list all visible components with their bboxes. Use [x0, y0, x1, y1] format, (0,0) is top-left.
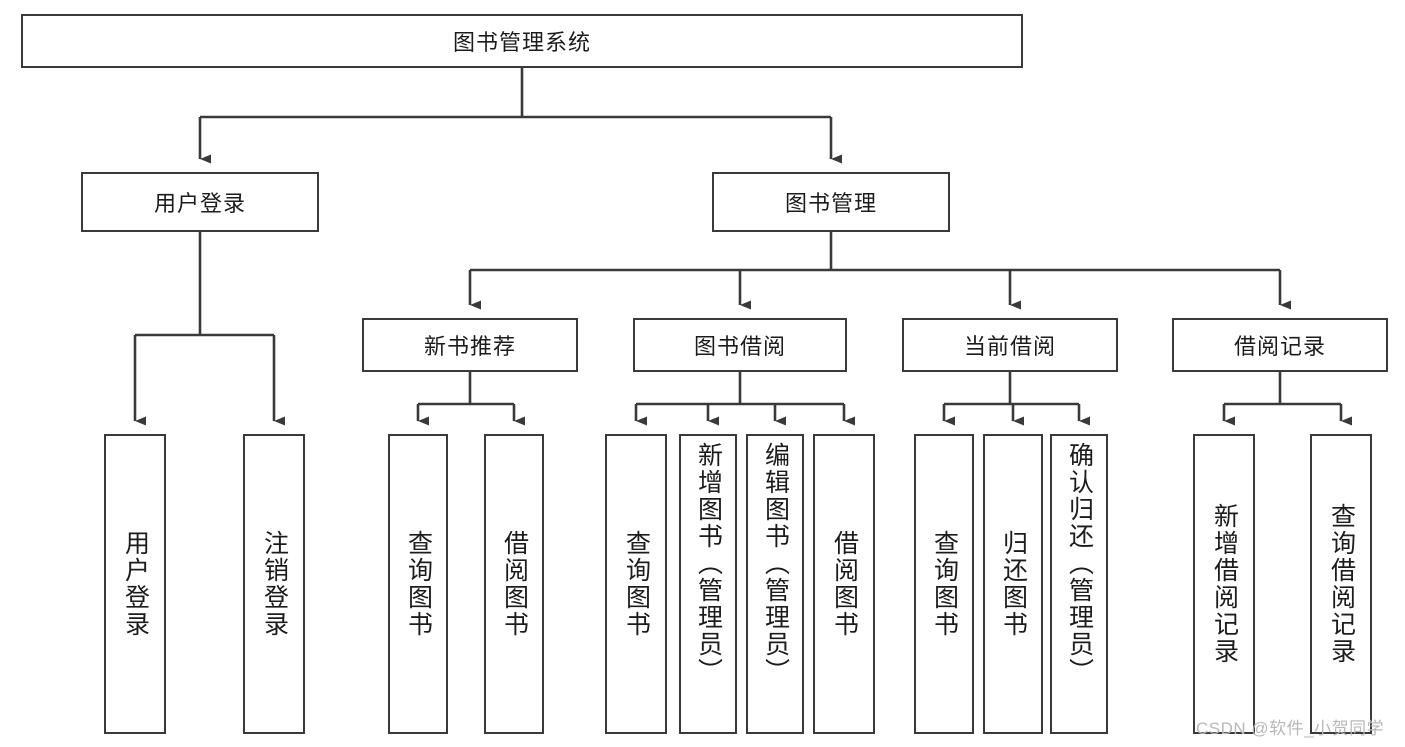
node-label: 用户登录: [121, 530, 150, 638]
node-root[interactable]: 图书管理系统: [21, 14, 1023, 68]
node-label: 借阅图书: [500, 530, 529, 638]
node-label: 编辑图书（管理员）: [761, 442, 790, 685]
node-label: 用户登录: [153, 191, 246, 216]
leaf-confirm-return[interactable]: 确认归还（管理员）: [1050, 434, 1108, 734]
node-label: 当前借阅: [963, 334, 1056, 359]
connector-trunk: [418, 372, 514, 406]
leaf-add-book[interactable]: 新增图书（管理员）: [679, 434, 737, 734]
node-label: 确认归还（管理员）: [1065, 442, 1094, 685]
connector-trunk: [636, 372, 844, 406]
leaf-add-record[interactable]: 新增借阅记录: [1193, 434, 1255, 734]
node-label: 查询图书: [622, 530, 651, 638]
leaf-logout[interactable]: 注销登录: [243, 434, 305, 734]
node-borrow-record[interactable]: 借阅记录: [1172, 318, 1388, 372]
node-new-book-recommend[interactable]: 新书推荐: [362, 318, 578, 372]
leaf-borrow-book-1[interactable]: 借阅图书: [484, 434, 544, 734]
leaf-query-book-2[interactable]: 查询图书: [605, 434, 667, 734]
leaf-query-record[interactable]: 查询借阅记录: [1310, 434, 1372, 734]
leaf-user-login[interactable]: 用户登录: [104, 434, 166, 734]
node-current-borrow[interactable]: 当前借阅: [902, 318, 1118, 372]
node-label: 新增借阅记录: [1210, 503, 1239, 665]
node-label: 借阅图书: [830, 530, 859, 638]
node-label: 查询图书: [930, 530, 959, 638]
leaf-return-book[interactable]: 归还图书: [983, 434, 1043, 734]
node-book-manage[interactable]: 图书管理: [712, 172, 950, 232]
node-label: 查询借阅记录: [1327, 503, 1356, 665]
leaf-query-book-3[interactable]: 查询图书: [914, 434, 974, 734]
connector-trunk: [135, 232, 274, 337]
connector-trunk: [1224, 372, 1341, 406]
connector-trunk: [944, 372, 1079, 406]
node-label: 注销登录: [260, 530, 289, 638]
node-label: 新增图书（管理员）: [694, 442, 723, 685]
node-label: 图书管理: [784, 191, 877, 216]
node-label: 图书借阅: [693, 334, 786, 359]
node-user-login[interactable]: 用户登录: [81, 172, 319, 232]
leaf-query-book-1[interactable]: 查询图书: [388, 434, 448, 734]
connector-trunk: [470, 232, 1280, 272]
node-label: 图书管理系统: [452, 30, 591, 55]
leaf-borrow-book-2[interactable]: 借阅图书: [813, 434, 875, 734]
csdn-watermark: CSDN @软件_小贺同学: [1196, 719, 1385, 738]
node-label: 查询图书: [404, 530, 433, 638]
leaf-edit-book[interactable]: 编辑图书（管理员）: [746, 434, 804, 734]
node-label: 新书推荐: [423, 334, 516, 359]
connector-trunk: [200, 68, 831, 119]
connector-paths: [133, 68, 1352, 426]
node-book-borrow[interactable]: 图书借阅: [633, 318, 847, 372]
node-label: 借阅记录: [1233, 334, 1326, 359]
node-label: 归还图书: [999, 530, 1028, 638]
